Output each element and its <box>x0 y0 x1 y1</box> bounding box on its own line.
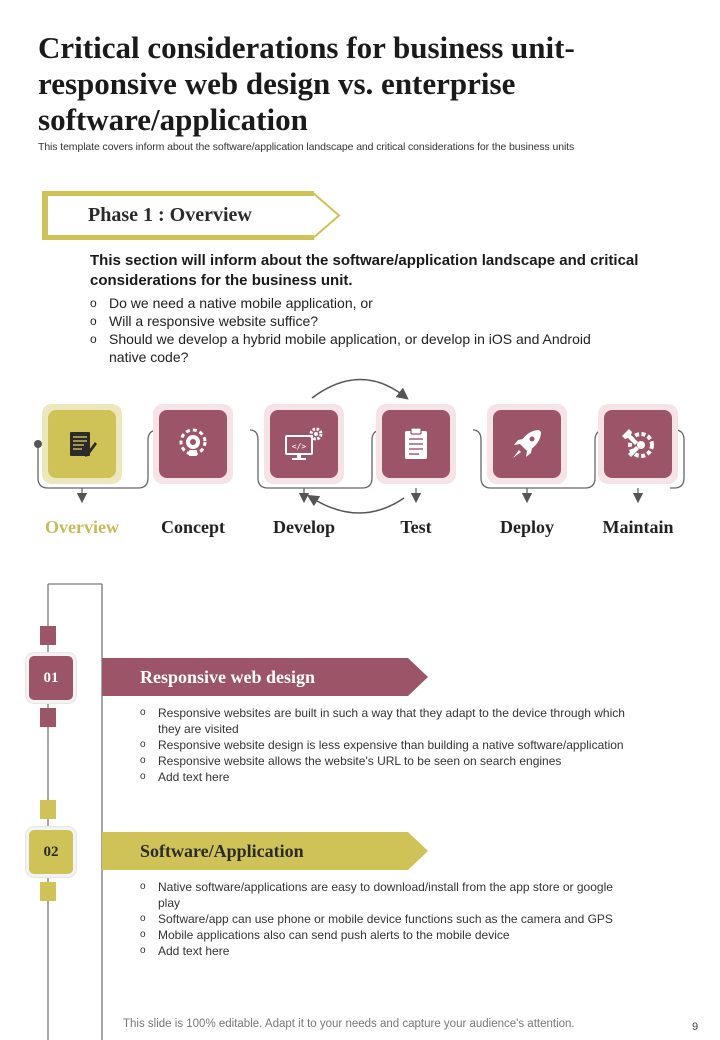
step-label-overview: Overview <box>45 517 119 537</box>
step-develop[interactable]: </> <box>264 404 344 484</box>
bullet-icon: o <box>140 707 146 718</box>
lightbulb-gear-icon <box>179 428 207 456</box>
section-number-badge: 01 <box>26 653 76 703</box>
step-test[interactable] <box>376 404 456 484</box>
page-title: Critical considerations for business uni… <box>38 30 575 137</box>
bullet-icon: o <box>140 739 146 750</box>
timeline-marker <box>40 626 56 645</box>
document-pen-icon <box>70 432 97 457</box>
bullet-icon: o <box>140 881 146 892</box>
bullet-icon: o <box>140 945 146 956</box>
section-banner <box>102 658 428 696</box>
section-title: Software/Application <box>140 841 304 861</box>
section-banner <box>102 832 428 870</box>
bullet-icon: o <box>90 296 97 310</box>
bullet-icon: o <box>90 314 97 328</box>
section-number-badge: 02 <box>26 827 76 877</box>
timeline-marker <box>40 882 56 901</box>
page-subtitle: This template covers inform about the so… <box>38 141 575 153</box>
process-connectors <box>34 378 685 514</box>
step-overview[interactable] <box>42 404 122 484</box>
footer-note: This slide is 100% editable. Adapt it to… <box>123 1018 575 1030</box>
section-title: Responsive web design <box>140 667 316 687</box>
timeline-lines <box>47 583 103 1040</box>
bullet-icon: o <box>140 929 146 940</box>
step-deploy[interactable] <box>487 404 567 484</box>
wrench-gear-icon <box>622 429 654 458</box>
timeline-marker <box>40 708 56 727</box>
step-concept[interactable] <box>153 404 233 484</box>
step-maintain[interactable] <box>598 404 678 484</box>
bullet-icon: o <box>140 771 146 782</box>
page-number: 9 <box>692 1021 699 1033</box>
timeline-marker <box>40 800 56 819</box>
phase-label: Phase 1 : Overview <box>88 204 252 226</box>
step-label-maintain: Maintain <box>602 517 674 537</box>
bullet-icon: o <box>140 913 146 924</box>
step-label-develop: Develop <box>273 517 335 537</box>
monitor-code-gear-icon: </> <box>285 427 323 460</box>
phase-banner <box>42 191 341 240</box>
svg-text:</>: </> <box>292 442 307 451</box>
bullet-icon: o <box>90 332 97 346</box>
step-label-test: Test <box>400 517 432 537</box>
bullet-icon: o <box>140 755 146 766</box>
clipboard-checklist-icon <box>405 427 427 459</box>
intro-text: This section will inform about the softw… <box>90 252 639 289</box>
step-label-concept: Concept <box>161 517 225 537</box>
step-label-deploy: Deploy <box>500 517 554 537</box>
rocket-icon <box>513 430 541 458</box>
